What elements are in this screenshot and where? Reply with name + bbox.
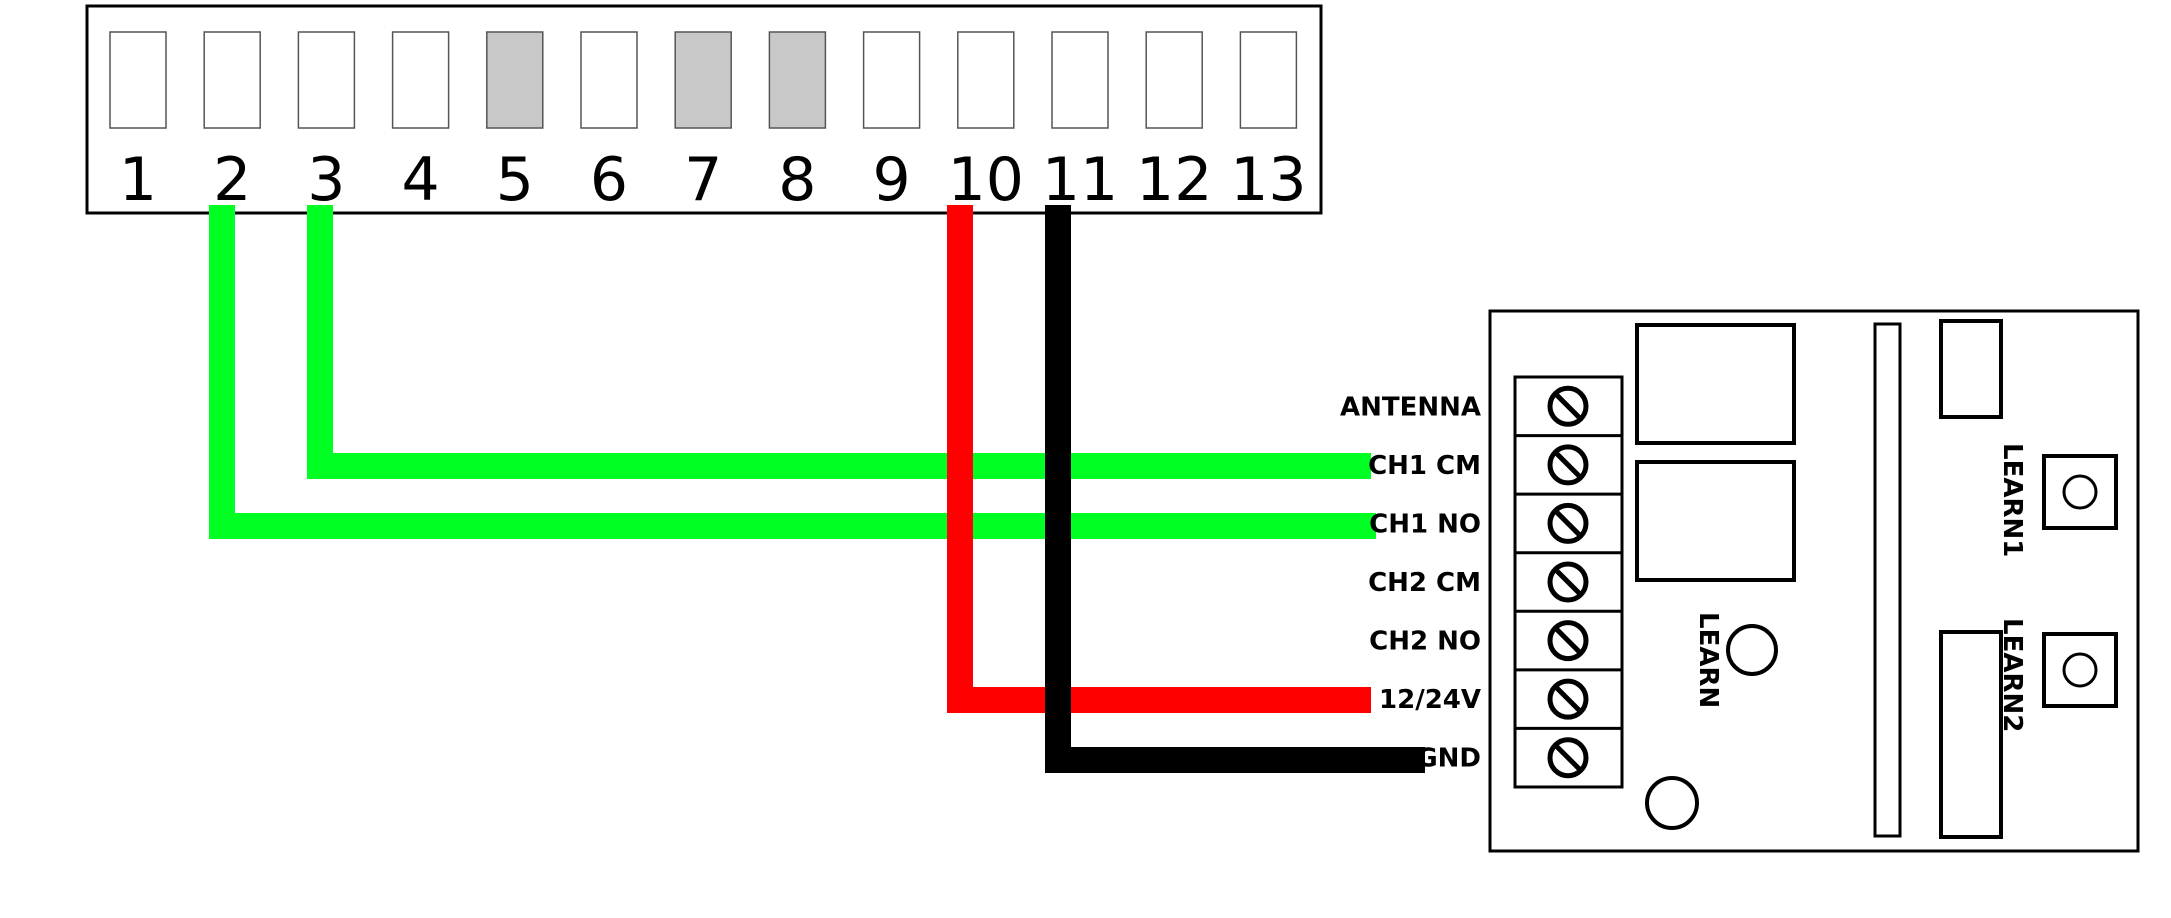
terminal-number-4: 4 [402, 145, 440, 215]
terminal-number-2: 2 [213, 145, 251, 215]
board-strip [1873, 322, 1902, 838]
learn1-label: LEARN1 [1997, 443, 2027, 557]
terminal-number-3: 3 [307, 145, 345, 215]
terminal-slot-9 [862, 31, 921, 129]
screw-terminal-block [1513, 375, 1624, 789]
terminal-label-antenna: ANTENNA [1340, 392, 1481, 422]
terminal-number-6: 6 [590, 145, 628, 215]
receiver-board: LEARN LEARN1 LEARN2 [1488, 309, 2140, 853]
terminal-slot-11 [1051, 31, 1109, 129]
terminal-number-11: 11 [1042, 145, 1118, 215]
wire-green-ch1-cm [307, 205, 1371, 479]
learn-button [1726, 624, 1778, 676]
terminal-number-12: 12 [1136, 145, 1212, 215]
learn2-label: LEARN2 [1997, 618, 2027, 732]
terminal-slot-6 [580, 31, 638, 129]
terminal-slot-8 [768, 31, 827, 129]
terminal-number-8: 8 [778, 145, 816, 215]
terminal-number-9: 9 [873, 145, 911, 215]
wire-red-12-24v [947, 205, 1371, 713]
terminal-label-gnd: GND [1416, 744, 1481, 774]
terminal-slot-5 [486, 31, 544, 129]
terminal-number-13: 13 [1230, 145, 1306, 215]
terminal-number-7: 7 [684, 145, 722, 215]
terminal-slot-1 [109, 31, 167, 129]
terminal-slot-10 [957, 31, 1015, 129]
terminal-slot-13 [1239, 31, 1298, 129]
terminal-label-ch2-no: CH2 NO [1369, 627, 1481, 657]
terminal-slot-2 [203, 31, 261, 129]
terminal-slot-12 [1145, 31, 1203, 129]
terminal-number-1: 1 [119, 145, 157, 215]
wires [209, 205, 1425, 773]
component-top-right [1939, 319, 2003, 419]
relay-1 [1635, 323, 1796, 445]
terminal-label-ch2-cm: CH2 CM [1368, 568, 1481, 598]
wire-green-ch1-no [209, 205, 1376, 539]
terminal-number-10: 10 [948, 145, 1024, 215]
terminal-label-12-24v: 12/24V [1379, 685, 1481, 715]
learn2-button [2062, 652, 2098, 688]
terminal-slot-4 [391, 31, 450, 129]
terminal-label-ch1-cm: CH1 CM [1368, 451, 1481, 481]
terminal-label-ch1-no: CH1 NO [1369, 509, 1481, 539]
relay-2 [1635, 460, 1796, 582]
mount-hole [1645, 776, 1699, 830]
terminal-number-5: 5 [496, 145, 534, 215]
wire-black-gnd [1045, 205, 1425, 773]
learn-label: LEARN [1693, 612, 1723, 708]
learn1-button [2062, 474, 2098, 510]
terminal-slot-7 [674, 31, 732, 129]
terminal-labels: ANTENNA CH1 CM CH1 NO CH2 CM CH2 NO 12/24V GND [1340, 392, 1481, 773]
terminal-slot-3 [297, 31, 356, 129]
component-bottom-right [1939, 630, 2003, 839]
